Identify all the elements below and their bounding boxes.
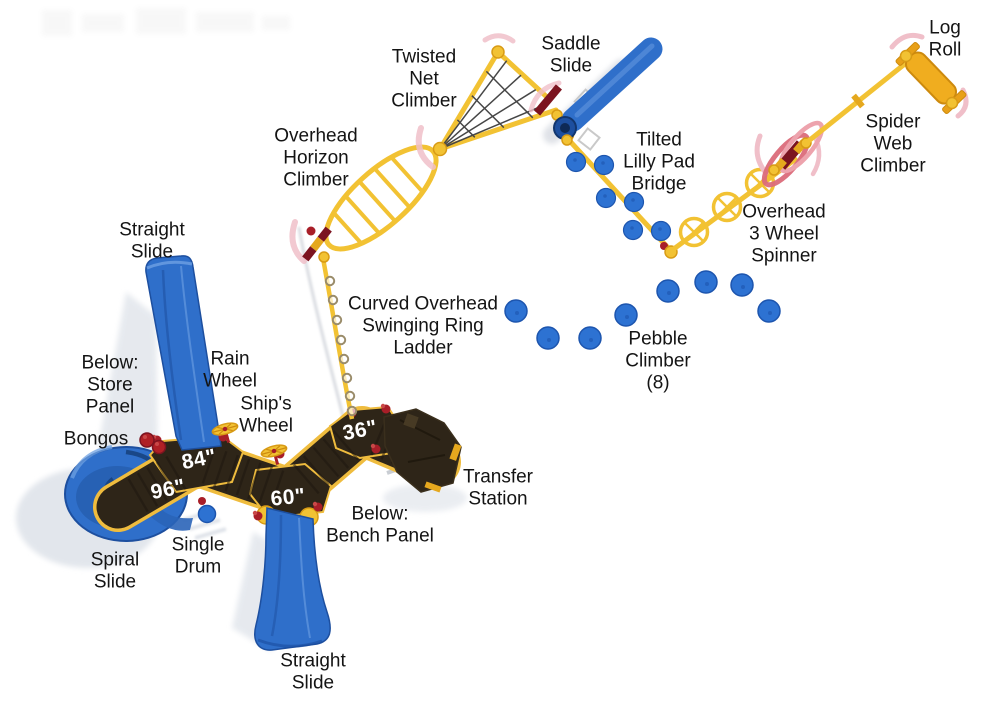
lilly-pad-dot bbox=[593, 154, 615, 176]
pebble-dot-detail bbox=[705, 282, 709, 286]
main-deck bbox=[93, 405, 462, 532]
deck-height-60: 60" bbox=[270, 484, 307, 511]
label-bongos: Bongos bbox=[64, 429, 128, 450]
pebble-climber bbox=[504, 270, 781, 350]
label-below-bench-panel: Below:Bench Panel bbox=[326, 504, 434, 547]
swing-ring bbox=[335, 334, 347, 346]
swing-ring bbox=[327, 294, 339, 306]
pebble-dot-detail bbox=[768, 311, 772, 315]
log-roll bbox=[804, 32, 969, 145]
pebble-dot bbox=[730, 273, 754, 297]
pebble-dot-detail bbox=[625, 315, 629, 319]
deck-slats bbox=[201, 447, 285, 507]
rain-wheel bbox=[211, 422, 239, 443]
pebble-dot-detail bbox=[741, 285, 745, 289]
pebble-dot-detail bbox=[547, 338, 551, 342]
lilly-pad-dot bbox=[623, 191, 645, 213]
twisted-net-climber bbox=[415, 33, 559, 170]
pebble-dot bbox=[536, 326, 560, 350]
lilly-pad-detail bbox=[631, 198, 635, 202]
swing-ring bbox=[344, 390, 356, 402]
swing-ring bbox=[346, 405, 358, 417]
ships-wheel bbox=[260, 444, 288, 465]
bongos bbox=[139, 432, 167, 455]
lilly-pad-dot bbox=[622, 219, 644, 241]
deck-slats bbox=[127, 455, 187, 513]
lilly-pad-detail bbox=[630, 226, 634, 230]
pebble-dot bbox=[614, 303, 638, 327]
pebble-dot bbox=[694, 270, 718, 294]
lilly-pad-dot bbox=[595, 187, 617, 209]
spinner-wheel bbox=[711, 191, 743, 223]
swing-ring bbox=[324, 275, 336, 287]
lilly-pad-dot bbox=[650, 220, 672, 242]
lilly-pad-dot bbox=[565, 151, 587, 173]
pebble-dot bbox=[578, 326, 602, 350]
deck-slats bbox=[292, 429, 360, 495]
single-drum bbox=[197, 497, 217, 524]
lilly-pad-detail bbox=[658, 227, 662, 231]
transfer-station bbox=[383, 408, 462, 493]
lilly-pad-detail bbox=[603, 194, 607, 198]
overhead-horizon-climber bbox=[323, 144, 439, 252]
spinner-wheel bbox=[678, 216, 710, 248]
tilted-lilly-pad-bridge bbox=[561, 134, 678, 259]
pebble-dot-detail bbox=[589, 338, 593, 342]
ring-ladder-rungs bbox=[324, 275, 358, 417]
lilly-pad-detail bbox=[601, 161, 605, 165]
lilly-pad-detail bbox=[573, 158, 577, 162]
overhead-structures bbox=[289, 32, 969, 420]
deck-accessories bbox=[139, 403, 391, 524]
swing-ring bbox=[331, 314, 343, 326]
pebble-dot-detail bbox=[515, 311, 519, 315]
swing-ring bbox=[341, 372, 353, 384]
platform-square bbox=[577, 127, 601, 151]
pebble-dot-detail bbox=[667, 291, 671, 295]
curved-overhead-swinging-ring-ladder bbox=[289, 219, 358, 420]
lilly-pads bbox=[565, 151, 672, 242]
pebble-dot bbox=[656, 279, 680, 303]
swing-ring bbox=[338, 353, 350, 365]
pebble-dot bbox=[757, 299, 781, 323]
straight-slide-bottom bbox=[254, 507, 331, 651]
spider-web-climber bbox=[754, 120, 825, 188]
pebble-dot bbox=[504, 299, 528, 323]
watermark bbox=[42, 8, 290, 36]
straight-slide-top bbox=[145, 255, 222, 451]
